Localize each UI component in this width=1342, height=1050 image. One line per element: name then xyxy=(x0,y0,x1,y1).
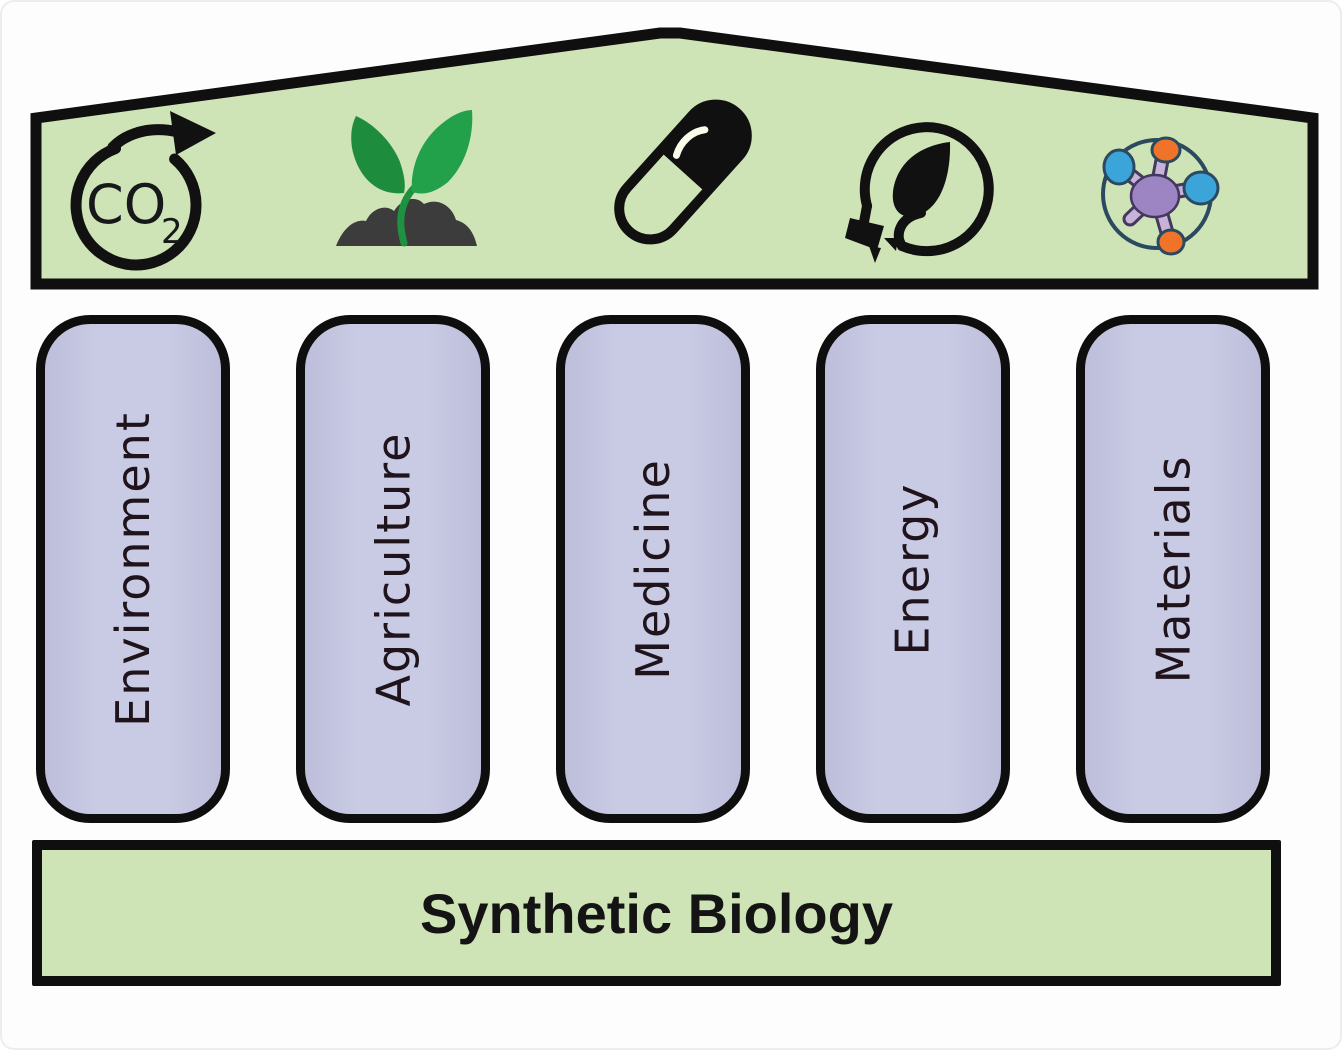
node-orange-bottom xyxy=(1156,228,1186,256)
co2-recycle-icon: CO 2 xyxy=(70,111,216,271)
pillar-materials: Materials xyxy=(1076,315,1270,823)
cord-circle xyxy=(859,122,994,257)
pillar-label: Environment xyxy=(106,411,161,727)
left-leaf xyxy=(351,116,405,194)
molecule-icon xyxy=(1101,136,1220,256)
right-leaf xyxy=(411,110,473,194)
foundation-bar: Synthetic Biology xyxy=(32,840,1281,986)
soil-mound xyxy=(336,198,477,246)
seedling-icon xyxy=(336,110,477,247)
foundation-label: Synthetic Biology xyxy=(420,881,893,945)
plug-prongs xyxy=(869,238,898,263)
energy-leaf xyxy=(892,142,951,217)
plug-body xyxy=(845,218,884,250)
pillars-row: Environment Agriculture Medicine Energy … xyxy=(36,315,1270,823)
capsule-filled-half xyxy=(659,104,747,193)
pillar-agriculture: Agriculture xyxy=(296,315,490,823)
node-blue-right xyxy=(1182,170,1220,206)
molecule-center xyxy=(1129,173,1181,219)
pillar-label: Agriculture xyxy=(366,431,421,707)
arrowhead xyxy=(170,111,216,155)
pill-capsule-icon xyxy=(614,99,752,245)
seedling-stem xyxy=(397,184,418,247)
pillar-environment: Environment xyxy=(36,315,230,823)
node-orange-top xyxy=(1150,136,1182,164)
pillar-medicine: Medicine xyxy=(556,315,750,823)
pillar-label: Energy xyxy=(885,482,940,656)
pillar-energy: Energy xyxy=(816,315,1010,823)
pediment-roof: CO 2 xyxy=(30,27,1319,290)
green-energy-plug-icon xyxy=(845,122,994,263)
pillar-label: Medicine xyxy=(626,458,680,680)
plug-stub xyxy=(859,201,872,227)
pillar-label: Materials xyxy=(1146,454,1200,684)
capsule-highlight xyxy=(672,126,709,159)
co2-subscript: 2 xyxy=(161,212,183,252)
node-blue-left xyxy=(1102,148,1136,186)
co2-label: CO xyxy=(86,173,166,236)
